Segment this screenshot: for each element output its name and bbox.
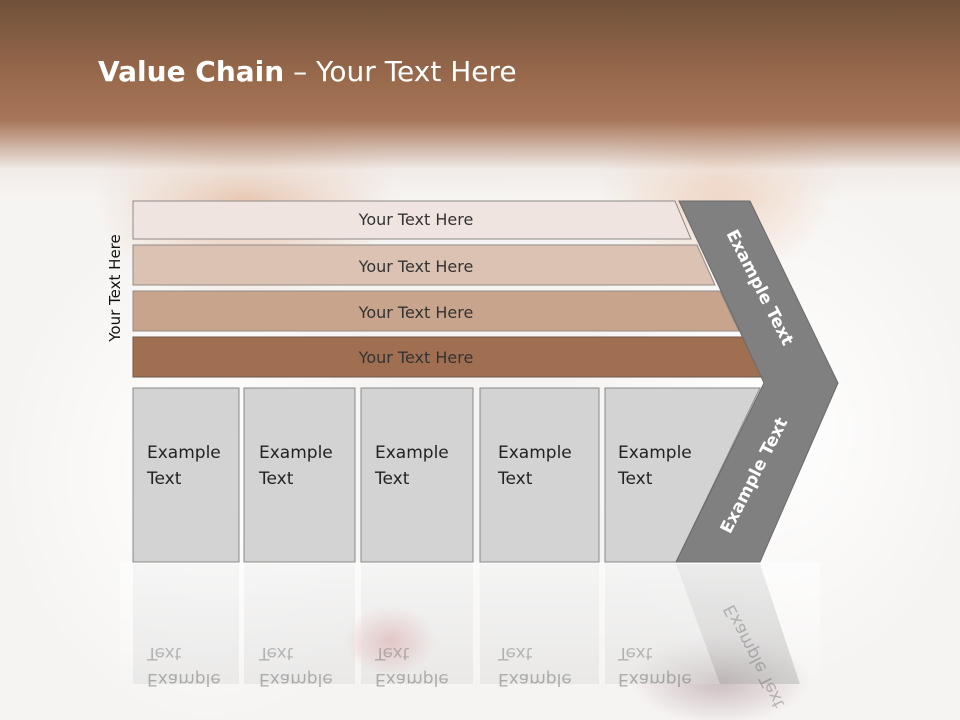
box-2[interactable] [243, 387, 356, 563]
box-1[interactable] [132, 387, 240, 563]
reflection-fade [120, 562, 820, 692]
box-5-line1: Example [618, 443, 692, 463]
bar-label-4: Your Text Here [358, 348, 474, 367]
bar-label-3: Your Text Here [358, 303, 474, 322]
box-4[interactable] [479, 387, 600, 563]
box-2-line1: Example [259, 443, 333, 463]
slide-title[interactable]: Value Chain – Your Text Here [98, 55, 517, 88]
title-bold: Value Chain [98, 55, 285, 88]
box-3-line1: Example [375, 443, 449, 463]
bar-label-2: Your Text Here [358, 257, 474, 276]
header-band [0, 0, 960, 200]
bar-label-1: Your Text Here [358, 210, 474, 229]
chevron-arrow[interactable] [675, 200, 839, 563]
box-4-line2: Text [497, 469, 533, 489]
box-3-line2: Text [374, 469, 410, 489]
box-5-line2: Text [617, 469, 653, 489]
bar-shape-2[interactable] [132, 244, 716, 286]
box-3[interactable] [360, 387, 474, 563]
title-rest: – Your Text Here [284, 55, 517, 88]
box-1-line2: Text [146, 469, 182, 489]
bar-shape-3[interactable] [132, 290, 740, 332]
box-2-line2: Text [258, 469, 294, 489]
box-4-line1: Example [498, 443, 572, 463]
box-1-line1: Example [147, 443, 221, 463]
bar-shape-1[interactable] [132, 200, 692, 240]
